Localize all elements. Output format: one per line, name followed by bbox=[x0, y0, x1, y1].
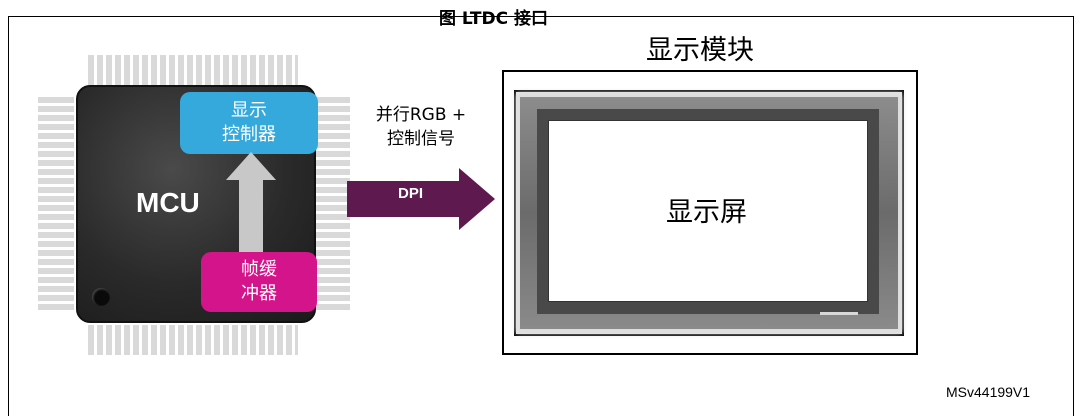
figure-code: MSv44199V1 bbox=[946, 384, 1031, 400]
controller-line-2: 控制器 bbox=[222, 124, 276, 145]
dpi-label: DPI bbox=[398, 185, 424, 202]
figure-caption: 图 LTDC 接口 bbox=[439, 9, 549, 29]
chip-pins-top bbox=[88, 55, 298, 85]
framebuffer-line-2: 冲器 bbox=[241, 283, 277, 304]
up-arrow-icon bbox=[226, 152, 276, 252]
chip-pins-right bbox=[314, 97, 350, 312]
signal-label: 并行RGB + 控制信号 bbox=[356, 103, 486, 151]
controller-line-1: 显示 bbox=[231, 100, 267, 121]
display-controller-box: 显示 控制器 bbox=[180, 92, 318, 154]
chip-pin1-dot bbox=[92, 288, 110, 306]
dpi-arrow-icon bbox=[347, 168, 495, 230]
chip-pins-left bbox=[38, 97, 74, 312]
display-module-box bbox=[502, 70, 918, 355]
mcu-label: MCU bbox=[136, 187, 200, 218]
figure-frame: 图 LTDC 接口 bbox=[8, 9, 1074, 416]
signal-line-1: 并行RGB + bbox=[375, 105, 467, 125]
framebuffer-line-1: 帧缓 bbox=[241, 259, 277, 280]
bezel-highlight bbox=[820, 312, 858, 315]
frame-buffer-box: 帧缓 冲器 bbox=[201, 252, 317, 312]
display-screen bbox=[548, 120, 868, 302]
chip-pins-bottom bbox=[88, 325, 298, 355]
display-module-title: 显示模块 bbox=[646, 35, 754, 66]
signal-line-2: 控制信号 bbox=[387, 129, 455, 149]
screen-label: 显示屏 bbox=[666, 197, 747, 228]
